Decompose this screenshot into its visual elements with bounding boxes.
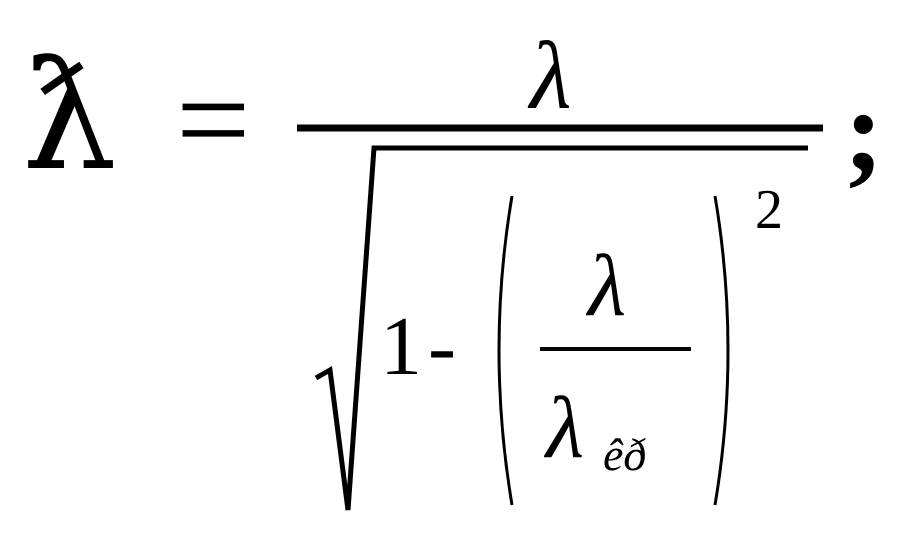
numerator-lambda: λ: [530, 22, 572, 129]
inner-numerator-lambda: λ: [588, 238, 627, 335]
exponent-two: 2: [755, 179, 783, 241]
right-parenthesis: [713, 195, 730, 506]
inner-denominator-subscript: êð: [603, 429, 647, 480]
inner-denominator-lambda: λ: [546, 380, 585, 477]
left-parenthesis: [497, 195, 514, 506]
radicand-one: 1: [380, 300, 422, 393]
radical-sign: [314, 145, 808, 511]
equals-sign: =: [176, 46, 251, 193]
semicolon: ;: [844, 65, 884, 196]
minus-sign: -: [428, 300, 456, 393]
lhs-lambda-symbol: ƛ: [22, 30, 118, 204]
